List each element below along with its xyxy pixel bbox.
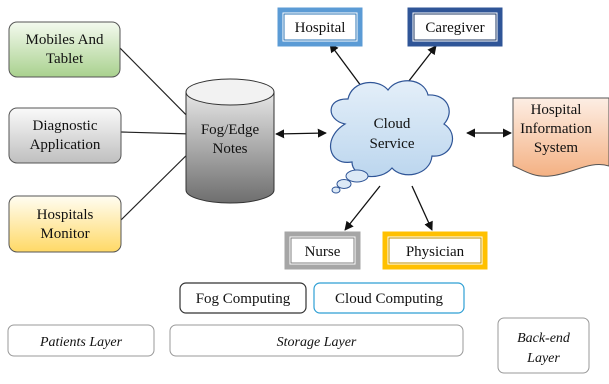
- arrow-fog-cloud: [275, 128, 327, 139]
- connector-diagnostic-fog: [120, 131, 194, 135]
- diagnostic-label-line1: Diagnostic: [33, 118, 98, 134]
- monitor-label-line1: Hospitals: [37, 207, 94, 223]
- hospital-label: Hospital: [295, 20, 346, 36]
- hospital-box: Hospital: [277, 7, 363, 47]
- physician-box: Physician: [382, 231, 488, 270]
- monitor-label-line2: Monitor: [40, 226, 89, 242]
- patients-layer-label: Patients Layer: [39, 335, 123, 350]
- caregiver-box: Caregiver: [407, 7, 503, 47]
- backend-layer-label-line2: Layer: [526, 351, 560, 366]
- backend-layer-label-line1: Back-end: [517, 331, 571, 346]
- arrow-cloud-physician: [411, 185, 433, 231]
- cloud-label-line2: Service: [370, 136, 415, 152]
- diagnostic-application-box: Diagnostic Application: [8, 107, 122, 164]
- arrow-cloud-nurse: [344, 185, 381, 231]
- nurse-box: Nurse: [284, 231, 361, 270]
- his-label-line1: Hospital: [531, 102, 582, 118]
- storage-layer-box: Storage Layer: [169, 324, 464, 357]
- mobiles-label-line2: Tablet: [46, 51, 84, 67]
- fog-edge-database-cylinder: Fog/Edge Notes: [185, 78, 275, 204]
- caregiver-label: Caregiver: [425, 20, 484, 36]
- hospital-information-system-document: Hospital Information System: [512, 97, 609, 177]
- mobiles-label-line1: Mobiles And: [26, 32, 104, 48]
- diagnostic-label-line2: Application: [30, 137, 101, 153]
- fog-node-label-line1: Fog/Edge: [201, 122, 260, 138]
- physician-label: Physician: [406, 244, 465, 260]
- storage-layer-label: Storage Layer: [277, 335, 357, 350]
- mobiles-tablet-box: Mobiles And Tablet: [8, 21, 121, 78]
- cloud-label-line1: Cloud: [374, 116, 411, 132]
- legend-fog-label: Fog Computing: [196, 291, 291, 307]
- backend-layer-box: Back-end Layer: [497, 317, 590, 374]
- his-label-line2: Information: [520, 121, 592, 137]
- legend-cloud-computing: Cloud Computing: [313, 282, 465, 314]
- his-label-line3: System: [534, 140, 579, 156]
- patients-layer-box: Patients Layer: [7, 324, 155, 357]
- legend-cloud-label: Cloud Computing: [335, 291, 443, 307]
- nurse-label: Nurse: [305, 244, 341, 260]
- fog-node-label-line2: Notes: [213, 141, 248, 157]
- hospitals-monitor-box: Hospitals Monitor: [8, 195, 122, 253]
- cloud-service-shape: Cloud Service: [329, 80, 454, 194]
- legend-fog-computing: Fog Computing: [179, 282, 307, 314]
